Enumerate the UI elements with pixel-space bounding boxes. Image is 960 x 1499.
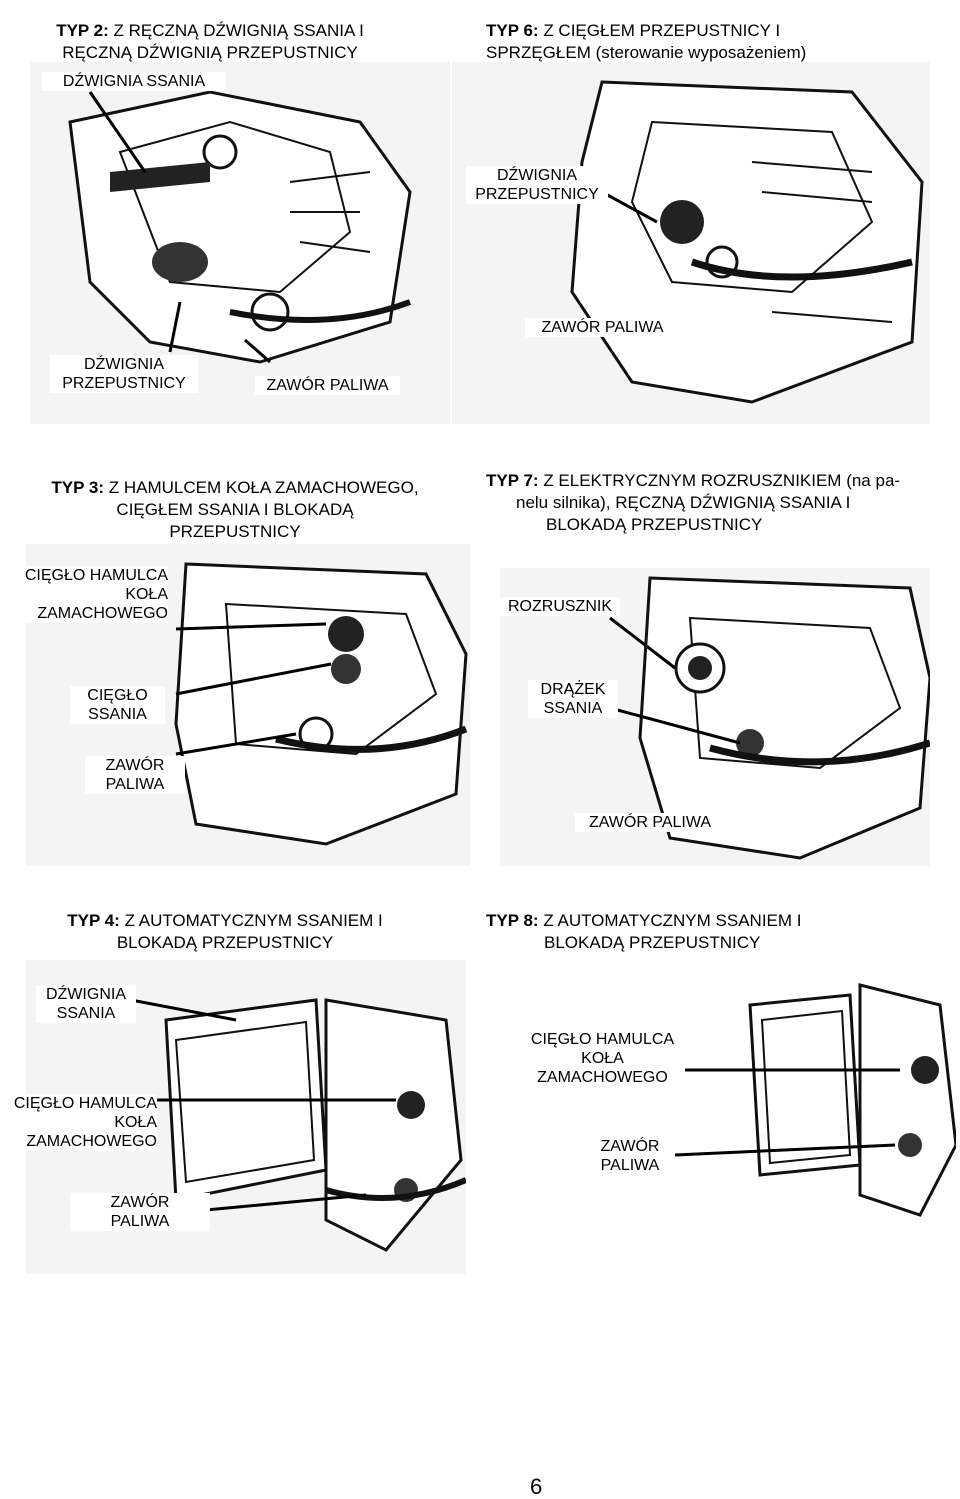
title-line: PRZEPUSTNICY [169,522,301,541]
label-line: CIĘGŁO HAMULCA [13,1095,157,1112]
engine-illustration-typ2 [30,62,450,424]
label-fuel-valve: ZAWÓR PALIWA [585,1137,675,1175]
label-brake-cable: CIĘGŁO HAMULCA KOŁA ZAMACHOWEGO [520,1030,685,1087]
label-line: SSANIA [543,700,603,717]
type-label: TYP 3: [51,478,105,497]
title-text: Z ELEKTRYCZNYM ROZRUSZNIKIEM (na pa- [538,471,901,490]
label-line: PRZEPUSTNICY [475,186,599,203]
title-text: Z RĘCZNĄ DŹWIGNIĄ SSANIA I [108,21,364,40]
label-fuel-valve: ZAWÓR PALIWA [525,318,680,337]
title-line: BLOKADĄ PRZEPUSTNICY [546,515,763,534]
label-line: PALIWA [105,776,165,793]
section-title-typ6: TYP 6: Z CIĘGŁEM PRZEPUSTNICY I SPRZĘGŁE… [486,20,956,64]
label-starter: ROZRUSZNIK [500,597,620,616]
label-brake-cable: CIĘGŁO HAMULCA KOŁA ZAMACHOWEGO [2,1094,157,1151]
title-line: SPRZĘGŁEM (sterowanie wyposażeniem) [486,43,807,62]
label-line: CIĘGŁO HAMULCA [24,567,168,584]
label-line: DŹWIGNIA [84,356,164,373]
section-title-typ3: TYP 3: Z HAMULCEM KOŁA ZAMACHOWEGO, CIĘG… [0,477,470,543]
type-label: TYP 2: [56,21,109,40]
label-choke-lever: DŹWIGNIA SSANIA [36,985,136,1023]
label-fuel-valve: ZAWÓR PALIWA [255,376,400,395]
title-text: Z AUTOMATYCZNYM SSANIEM I [119,911,383,930]
title-line: RĘCZNĄ DŹWIGNIĄ PRZEPUSTNICY [62,43,358,62]
page-number: 6 [530,1474,543,1499]
label-line: PALIWA [110,1213,170,1230]
label-line: KOŁA [114,1114,157,1131]
label-line: SSANIA [88,706,147,723]
engine-illustration-typ6 [452,62,930,424]
label-line: ZAWÓR [105,757,165,774]
label-choke-lever: DŹWIGNIA SSANIA [42,72,226,91]
title-text: Z HAMULCEM KOŁA ZAMACHOWEGO, [104,478,419,497]
label-fuel-valve: ZAWÓR PALIWA [575,813,725,832]
label-throttle-lever: DŹWIGNIA PRZEPUSTNICY [466,166,608,204]
label-brake-cable: CIĘGŁO HAMULCA KOŁA ZAMACHOWEGO [8,566,168,623]
title-text: Z AUTOMATYCZNYM SSANIEM I [538,911,802,930]
type-label: TYP 4: [67,911,120,930]
type-label: TYP 6: [486,21,539,40]
label-choke-cable: CIĘGŁO SSANIA [70,686,165,724]
label-line: DRĄŻEK [540,681,606,698]
section-title-typ2: TYP 2: Z RĘCZNĄ DŹWIGNIĄ SSANIA I RĘCZNĄ… [0,20,420,64]
label-fuel-valve: ZAWÓR PALIWA [85,756,185,794]
label-line: ZAMACHOWEGO [537,1069,668,1086]
title-line: nelu silnika), RĘCZNĄ DŹWIGNIĄ SSANIA I [516,493,851,512]
label-line: SSANIA [56,1005,116,1022]
label-line: ZAWÓR [600,1138,660,1155]
label-line: ZAMACHOWEGO [37,605,168,622]
section-title-typ7: TYP 7: Z ELEKTRYCZNYM ROZRUSZNIKIEM (na … [486,470,956,536]
label-line: PRZEPUSTNICY [62,375,186,392]
label-line: CIĘGŁO HAMULCA [530,1031,675,1048]
section-title-typ4: TYP 4: Z AUTOMATYCZNYM SSANIEM I BLOKADĄ… [0,910,450,954]
label-line: ZAMACHOWEGO [26,1133,157,1150]
label-throttle-lever: DŹWIGNIA PRZEPUSTNICY [50,355,198,393]
label-line: CIĘGŁO [87,687,148,704]
title-line: BLOKADĄ PRZEPUSTNICY [544,933,761,952]
label-choke-rod: DRĄŻEK SSANIA [528,680,618,718]
label-line: KOŁA [125,586,168,603]
title-line: BLOKADĄ PRZEPUSTNICY [116,933,334,952]
title-text: Z CIĘGŁEM PRZEPUSTNICY I [538,21,781,40]
label-line: PALIWA [600,1157,660,1174]
engine-illustration-typ8 [500,965,956,1220]
label-line: KOŁA [581,1050,624,1067]
label-fuel-valve: ZAWÓR PALIWA [70,1193,210,1231]
label-line: DŹWIGNIA [46,986,126,1003]
section-title-typ8: TYP 8: Z AUTOMATYCZNYM SSANIEM I BLOKADĄ… [486,910,956,954]
label-line: ZAWÓR [110,1194,170,1211]
title-line: CIĘGŁEM SSANIA I BLOKADĄ [116,500,354,519]
label-line: DŹWIGNIA [497,167,577,184]
type-label: TYP 7: [486,471,539,490]
type-label: TYP 8: [486,911,539,930]
